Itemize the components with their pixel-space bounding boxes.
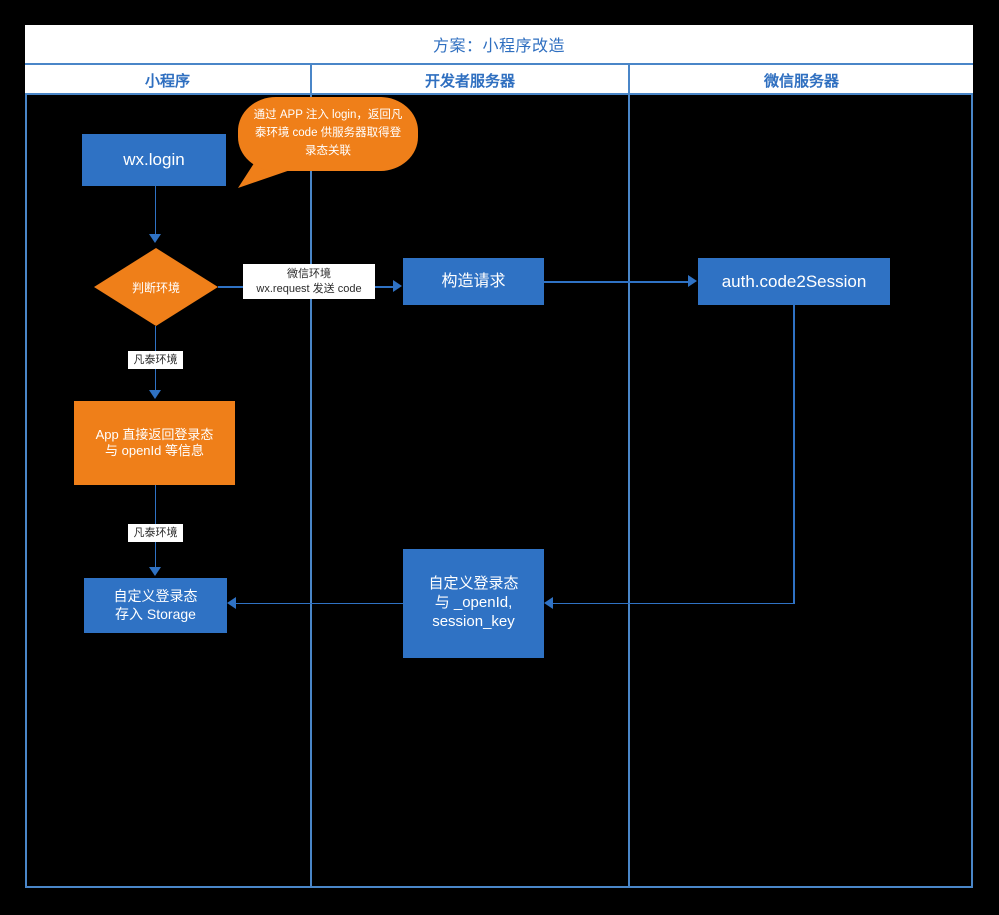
lane-header-dev-server: 开发者服务器 [310,65,628,95]
node-decision-env-label: 判断环境 [131,280,180,295]
node-custom-session[interactable]: 自定义登录态 与 _openId, session_key [403,549,544,658]
edge-label-fantai-branch: 凡泰环境 [128,351,183,369]
arrowhead-to-code2session [688,275,697,287]
lane-header-band: 小程序 开发者服务器 微信服务器 [25,65,973,95]
arrowhead-login-to-decision [149,234,161,243]
node-code2session[interactable]: auth.code2Session [698,258,890,305]
arrowhead-to-custom-session [544,597,553,609]
edge-label-fantai-store: 凡泰环境 [128,524,183,542]
connector-label-to-buildreq [375,286,395,288]
page-title: 方案：小程序改造 [432,38,565,55]
lane-header-dev-server-label: 开发者服务器 [424,72,515,90]
node-storage[interactable]: 自定义登录态 存入 Storage [84,578,227,633]
arrowhead-to-storage-box [227,597,236,609]
connector-code2session-left [553,602,794,605]
connector-buildreq-to-code2session [544,281,690,283]
arrowhead-to-build-request [393,280,402,292]
node-wx-login[interactable]: wx.login [82,134,226,186]
node-decision-env[interactable]: 判断环境 [94,248,218,326]
connector-login-to-decision [154,186,157,234]
edge-label-wechat-branch: 微信环境 wx.request 发送 code [243,264,375,299]
connector-custom-to-storage [236,602,403,605]
arrowhead-to-app-return [149,390,161,399]
lane-header-miniprogram-label: 小程序 [144,72,190,90]
connector-decision-to-label [218,286,245,288]
lane-divider-1 [310,95,312,888]
lane-divider-2 [628,95,630,888]
lane-header-wechat-server: 微信服务器 [628,65,973,95]
node-build-request[interactable]: 构造请求 [403,258,544,305]
node-app-return[interactable]: App 直接返回登录态 与 openId 等信息 [74,401,235,485]
lane-header-miniprogram: 小程序 [25,65,310,95]
diagram-title-band: 方案：小程序改造 [25,25,973,65]
connector-code2session-down [793,305,795,604]
lane-header-wechat-server-label: 微信服务器 [763,72,839,90]
login-callout[interactable]: 通过 APP 注入 login，返回凡泰环境 code 供服务器取得登录态关联 [238,97,418,171]
arrowhead-to-storage [149,567,161,576]
